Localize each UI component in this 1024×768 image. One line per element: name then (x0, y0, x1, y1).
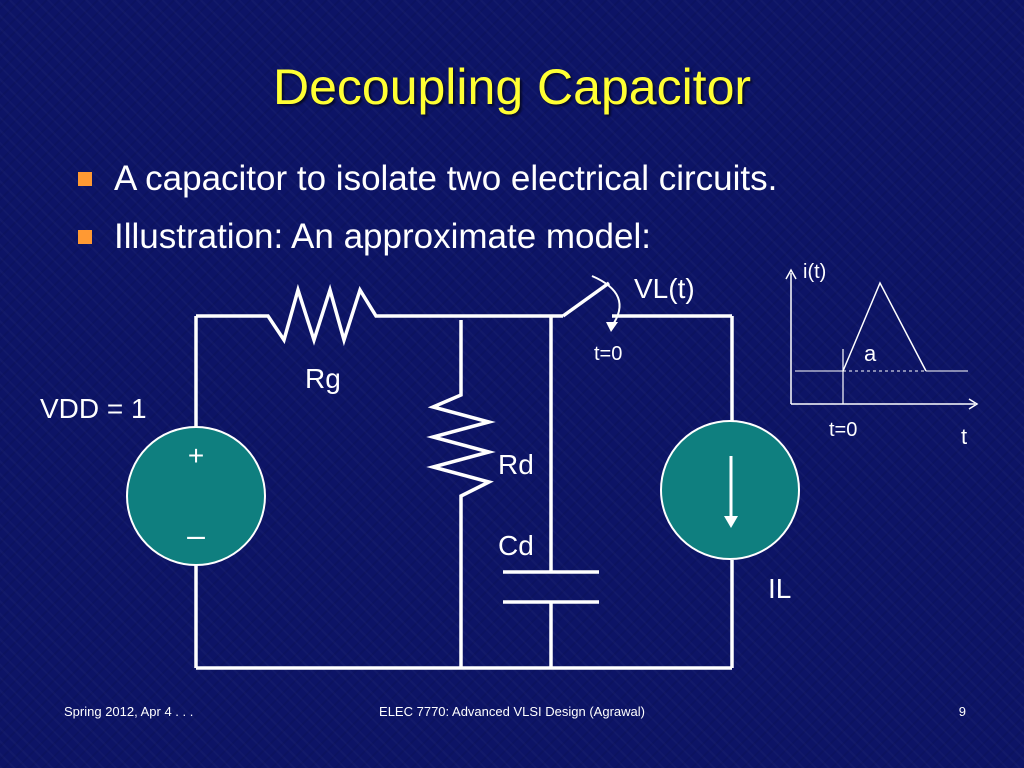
bullet-square-icon (78, 172, 92, 186)
bullet-square-icon (78, 230, 92, 244)
bullet-text: A capacitor to isolate two electrical ci… (114, 159, 778, 198)
switch-blade (561, 281, 611, 318)
vl-label: VL(t) (634, 273, 695, 304)
minus-sign: – (187, 517, 205, 553)
waveform-peak-label: a (864, 341, 877, 366)
switch-arrowhead-icon (606, 322, 618, 332)
slide-title: Decoupling Capacitor (272, 59, 752, 115)
footer-course: ELEC 7770: Advanced VLSI Design (Agrawal… (379, 704, 645, 719)
current-pulse (842, 281, 927, 372)
bullet-item: A capacitor to isolate two electrical ci… (78, 155, 777, 213)
cd-label: Cd (498, 530, 534, 561)
waveform-y-label: i(t) (803, 261, 826, 283)
plus-sign: + (188, 440, 204, 471)
rd-branch (426, 320, 496, 668)
waveform-t0-label: t=0 (829, 419, 857, 441)
rg-label: Rg (305, 363, 341, 394)
rd-label: Rd (498, 449, 534, 480)
voltage-source (126, 426, 266, 566)
switch-arrow-icon (591, 275, 621, 327)
footer-page-number: 9 (958, 704, 966, 719)
current-arrow-down-icon (724, 516, 738, 528)
top-wire-left (196, 283, 563, 347)
bullet-list: A capacitor to isolate two electrical ci… (78, 155, 777, 271)
bullet-item: Illustration: An approximate model: (78, 213, 777, 271)
x-axis-arrowhead-icon (968, 398, 979, 410)
footer-date: Spring 2012, Apr 4 . . . (64, 704, 194, 719)
waveform-x-label: t (961, 424, 967, 449)
switch-time-label: t=0 (594, 343, 622, 365)
il-label: IL (768, 573, 791, 604)
y-axis-arrowhead-icon (785, 268, 797, 280)
vdd-label: VDD = 1 (40, 393, 147, 424)
bullet-text: Illustration: An approximate model: (114, 217, 651, 256)
